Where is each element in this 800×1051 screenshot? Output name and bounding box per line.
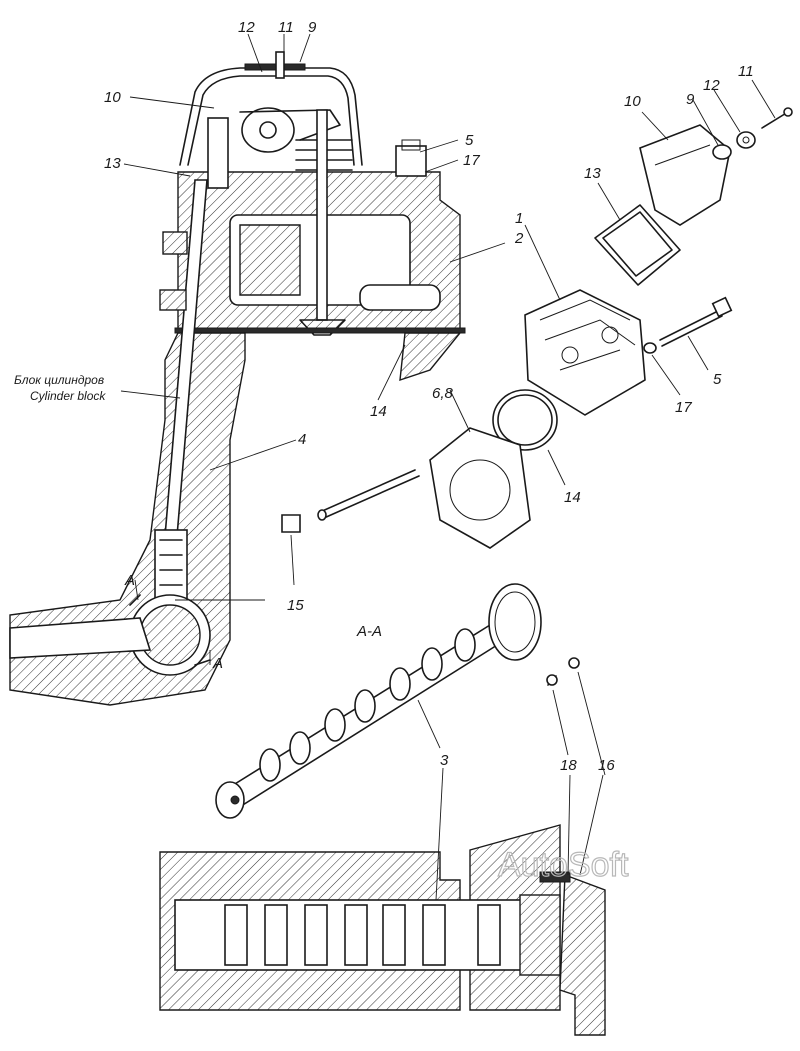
cam-gear	[488, 583, 542, 661]
leader-lines-bottom	[435, 767, 604, 901]
label-12-right: 12	[703, 77, 720, 94]
label-9-right: 9	[686, 91, 695, 108]
label-2: 2	[514, 230, 524, 247]
label-14-left: 14	[370, 403, 387, 420]
label-4: 4	[298, 431, 306, 448]
label-10-right: 10	[624, 93, 641, 110]
callout-labels: 12 11 9 10 13 5 17 14 4 15 A A 1 2 10 9 …	[104, 19, 754, 774]
label-5-mid: 5	[465, 132, 474, 149]
label-16: 16	[598, 757, 615, 774]
label-9-top: 9	[308, 19, 317, 36]
leader-lines-left	[120, 33, 459, 665]
leader-lines-right	[290, 79, 776, 586]
label-5-right: 5	[713, 371, 722, 388]
cap-12	[736, 131, 756, 149]
caption-en: Cylinder block	[30, 389, 106, 403]
camshaft-section-view	[159, 824, 606, 1036]
label-15: 15	[287, 597, 304, 614]
label-11-top: 11	[278, 19, 294, 36]
label-18: 18	[560, 757, 577, 774]
label-13-right: 13	[584, 165, 601, 182]
label-3: 3	[440, 752, 449, 769]
label-17-mid: 17	[463, 152, 480, 169]
label-13-left: 13	[104, 155, 121, 172]
exploded-head-assembly	[281, 107, 793, 549]
caption-ru: Блок цилиндров	[14, 373, 104, 387]
cam-lobes	[259, 628, 476, 782]
label-14-right: 14	[564, 489, 581, 506]
leader-lines-camshaft	[417, 671, 606, 776]
cylinder-head-section	[9, 51, 466, 706]
label-11-right: 11	[738, 63, 754, 80]
label-10-left: 10	[104, 89, 121, 106]
section-label: A-A	[356, 623, 382, 640]
cylinder-block-caption: Блок цилиндров Cylinder block	[14, 373, 106, 403]
label-6-8: 6,8	[432, 385, 454, 402]
label-1: 1	[515, 210, 523, 227]
label-a-top: A	[124, 572, 135, 589]
washer-9	[712, 144, 732, 160]
label-12-top: 12	[238, 19, 255, 36]
label-a-bottom: A	[212, 655, 223, 672]
watermark: AutoSoft	[498, 846, 629, 884]
camshaft	[215, 583, 580, 819]
label-17-right: 17	[675, 399, 692, 416]
